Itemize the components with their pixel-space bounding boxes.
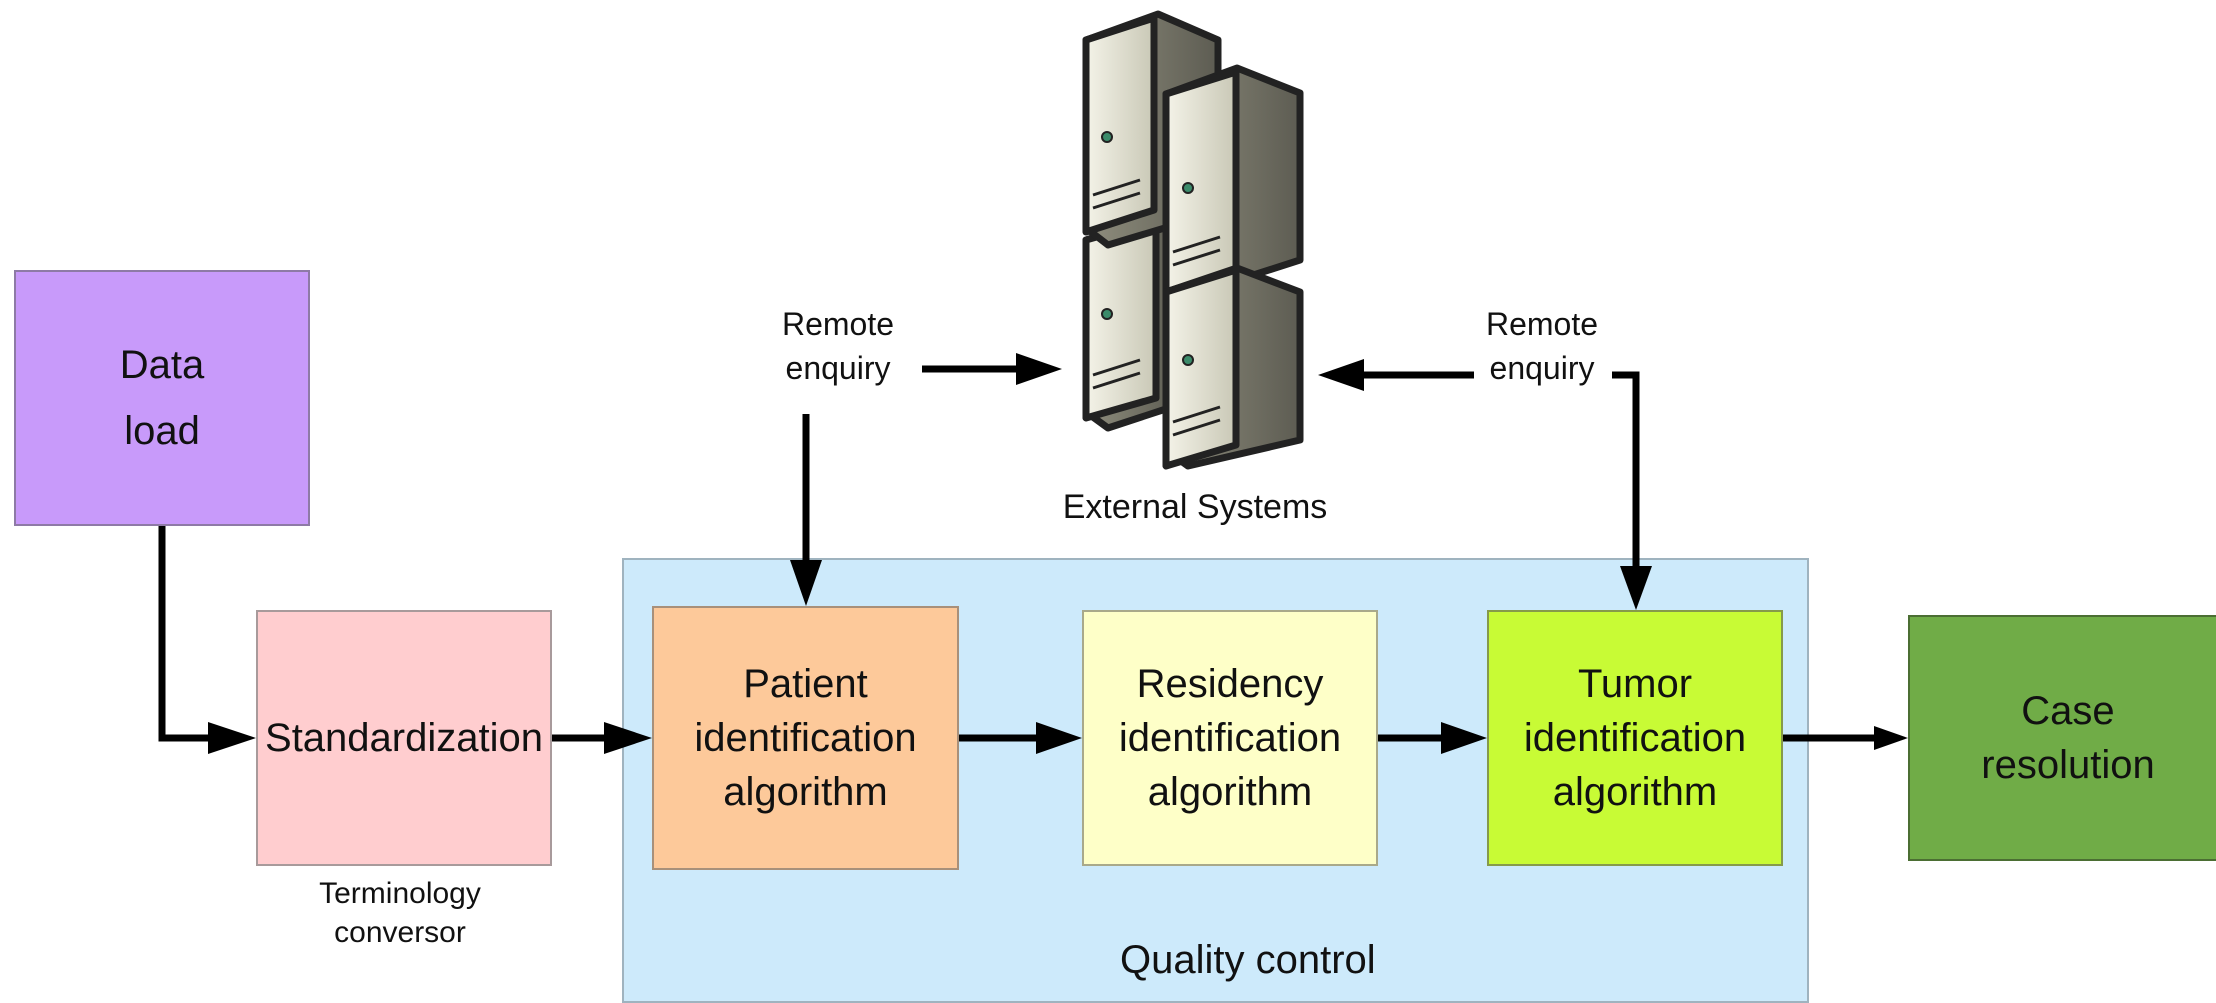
remote-enquiry-left-line2: enquiry bbox=[785, 350, 891, 386]
data-load-line2: load bbox=[124, 409, 200, 453]
standardization-node: Standardization bbox=[256, 610, 552, 866]
tumor-line1: Tumor bbox=[1577, 662, 1693, 706]
arrowhead bbox=[208, 722, 256, 754]
patient-identification-node: Patient identification algorithm bbox=[652, 606, 959, 870]
standardization-label: Standardization bbox=[265, 715, 543, 760]
terminology-conversor-caption: Terminology conversor bbox=[280, 874, 520, 952]
remote-enquiry-right-line2: enquiry bbox=[1489, 350, 1595, 386]
residency-line1: Residency bbox=[1136, 662, 1324, 706]
case-line2: resolution bbox=[1981, 743, 2155, 787]
patient-line2: identification bbox=[694, 716, 917, 760]
arrow-remote-enquiry-right-to-tumor bbox=[1612, 371, 1640, 570]
arrow-dataload-to-standardization bbox=[158, 526, 212, 742]
server-icon bbox=[1162, 264, 1304, 470]
quality-control-label: Quality control bbox=[1120, 938, 1376, 982]
remote-enquiry-left-line1: Remote bbox=[781, 306, 895, 342]
case-line1: Case bbox=[2021, 689, 2115, 733]
data-load-line1: Data bbox=[119, 343, 205, 387]
server-cluster-icon bbox=[1082, 10, 1304, 470]
residency-identification-node: Residency identification algorithm bbox=[1082, 610, 1378, 866]
case-resolution-node: Case resolution bbox=[1908, 615, 2216, 861]
arrowhead bbox=[1874, 726, 1908, 750]
arrowhead bbox=[1620, 566, 1652, 610]
patient-line1: Patient bbox=[743, 662, 868, 706]
server-icon bbox=[1162, 64, 1304, 300]
tumor-line3: algorithm bbox=[1552, 770, 1718, 814]
data-load-node: Data load bbox=[14, 270, 310, 526]
remote-enquiry-right-label: Remote enquiry bbox=[1472, 302, 1612, 390]
caption-line2: conversor bbox=[334, 916, 466, 949]
arrowhead bbox=[604, 722, 652, 754]
remote-enquiry-right-line1: Remote bbox=[1485, 306, 1599, 342]
remote-enquiry-left-label: Remote enquiry bbox=[768, 302, 908, 390]
external-systems-label: External Systems bbox=[1062, 488, 1328, 526]
residency-line3: algorithm bbox=[1147, 770, 1313, 814]
residency-line2: identification bbox=[1118, 716, 1342, 760]
patient-line3: algorithm bbox=[723, 770, 888, 814]
arrowhead bbox=[790, 560, 822, 606]
caption-line1: Terminology bbox=[319, 877, 481, 910]
tumor-identification-node: Tumor identification algorithm bbox=[1487, 610, 1783, 866]
tumor-line2: identification bbox=[1523, 716, 1747, 760]
arrowhead bbox=[1016, 353, 1062, 385]
arrowhead bbox=[1036, 722, 1082, 754]
arrowhead bbox=[1441, 722, 1487, 754]
arrowhead bbox=[1318, 359, 1364, 391]
